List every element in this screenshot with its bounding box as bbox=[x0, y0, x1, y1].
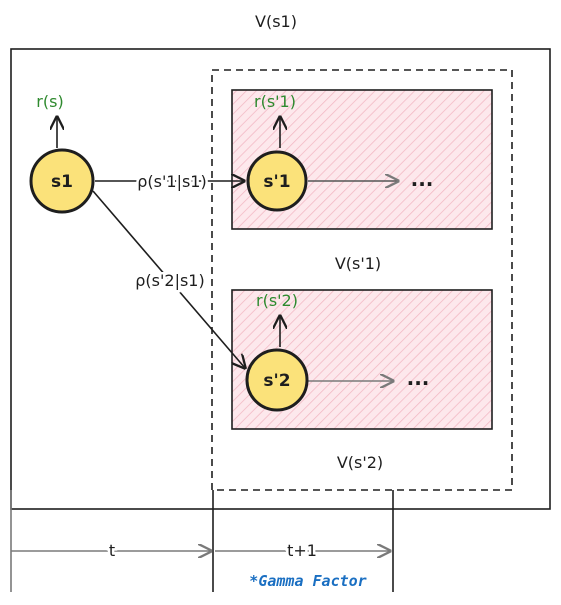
node-s1: s1 bbox=[29, 148, 95, 214]
timeline-label-t: t bbox=[109, 541, 115, 560]
transition-arrow-s1p2 bbox=[92, 190, 245, 368]
continuation-ellipsis-s1p2: ... bbox=[407, 366, 430, 390]
top-value-label: V(s1) bbox=[255, 12, 297, 31]
reward-label-s1: r(s) bbox=[36, 92, 63, 111]
node-s1-label: s1 bbox=[51, 172, 73, 192]
node-s1p2-label: s'2 bbox=[263, 371, 290, 391]
next-step-dashed-box bbox=[211, 69, 513, 491]
timeline: t t+1 *Gamma Factor bbox=[10, 490, 394, 592]
value-label-s1p2: V(s'2) bbox=[337, 453, 383, 472]
gamma-factor-note: *Gamma Factor bbox=[249, 572, 366, 590]
value-label-s1p1: V(s'1) bbox=[335, 254, 381, 273]
node-s1p1: s'1 bbox=[246, 150, 308, 212]
timeline-label-t1: t+1 bbox=[287, 541, 317, 560]
reward-label-s1p1: r(s'1) bbox=[254, 92, 296, 111]
node-s1p1-label: s'1 bbox=[263, 172, 290, 192]
transition-label-s1p2: ρ(s'2|s1) bbox=[135, 271, 204, 290]
outer-box bbox=[10, 48, 551, 510]
continuation-ellipsis-s1p1: ... bbox=[411, 167, 434, 191]
transition-label-s1p1: ρ(s'1|s1) bbox=[137, 172, 206, 191]
node-s1p2: s'2 bbox=[245, 348, 309, 412]
reward-label-s1p2: r(s'2) bbox=[256, 291, 298, 310]
